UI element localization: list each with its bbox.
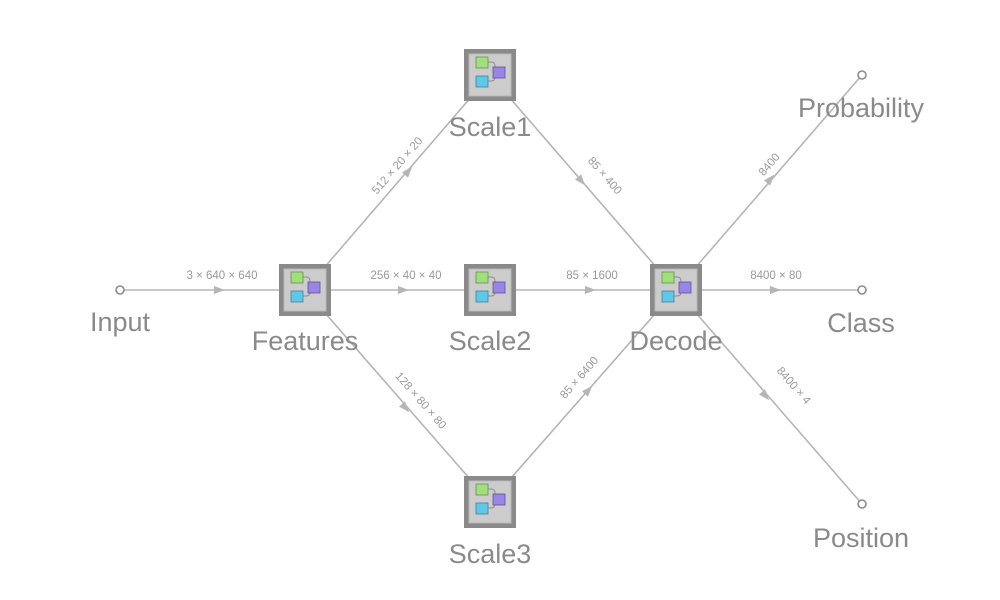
arrow-input-features: [214, 286, 225, 294]
node-label-class: Class: [827, 308, 895, 338]
node-label-features: Features: [252, 326, 359, 356]
arrow-scale2-decode: [585, 286, 596, 294]
edge-label-decode-position: 8400 × 4: [774, 365, 813, 407]
edge-features-scale3: [304, 289, 491, 503]
arrow-features-scale1: [401, 166, 413, 178]
node-label-position: Position: [813, 523, 909, 553]
node-label-decode: Decode: [629, 326, 722, 356]
arrow-decode-position: [758, 389, 770, 401]
arrow-decode-probability: [763, 174, 775, 186]
port-position[interactable]: [857, 499, 867, 509]
port-class[interactable]: [857, 285, 867, 295]
edge-label-scale3-decode: 85 × 6400: [558, 355, 601, 402]
node-label-scale2: Scale2: [449, 326, 532, 356]
arrowheads: [214, 166, 781, 413]
node-label-probability: Probability: [798, 93, 925, 123]
arrow-features-scale2: [398, 286, 409, 294]
scale3-node-icon[interactable]: [463, 475, 517, 529]
node-label-scale1: Scale1: [449, 112, 532, 142]
arrow-scale1-decode: [574, 174, 586, 186]
edge-label-input-features: 3 × 640 × 640: [187, 270, 258, 282]
edge-decode-position: [675, 289, 863, 505]
ports: [115, 70, 867, 509]
arrow-scale3-decode: [581, 385, 593, 397]
edge-label-decode-class: 8400 × 80: [750, 270, 801, 282]
decode-node-icon[interactable]: [649, 263, 703, 317]
arrow-features-scale3: [398, 401, 410, 413]
features-node-icon[interactable]: [278, 263, 332, 317]
port-probability[interactable]: [857, 70, 867, 80]
node-label-scale3: Scale3: [449, 539, 532, 569]
edge-label-features-scale2: 256 × 40 × 40: [371, 270, 442, 282]
scale2-node-icon[interactable]: [463, 263, 517, 317]
scale1-node-icon[interactable]: [463, 48, 517, 102]
arrow-decode-class: [770, 286, 781, 294]
edge-label-features-scale1: 512 × 20 × 20: [370, 135, 425, 197]
edge-scale3-decode: [489, 289, 677, 503]
port-input[interactable]: [115, 285, 125, 295]
node-label-input: Input: [90, 307, 151, 337]
edge-label-scale2-decode: 85 × 1600: [566, 270, 617, 282]
edge-label-decode-probability: 8400: [757, 151, 783, 178]
edge-features-scale1: [304, 74, 491, 291]
node-labels: Input Features Scale1 Scale2 Scale3 Deco…: [90, 93, 925, 569]
